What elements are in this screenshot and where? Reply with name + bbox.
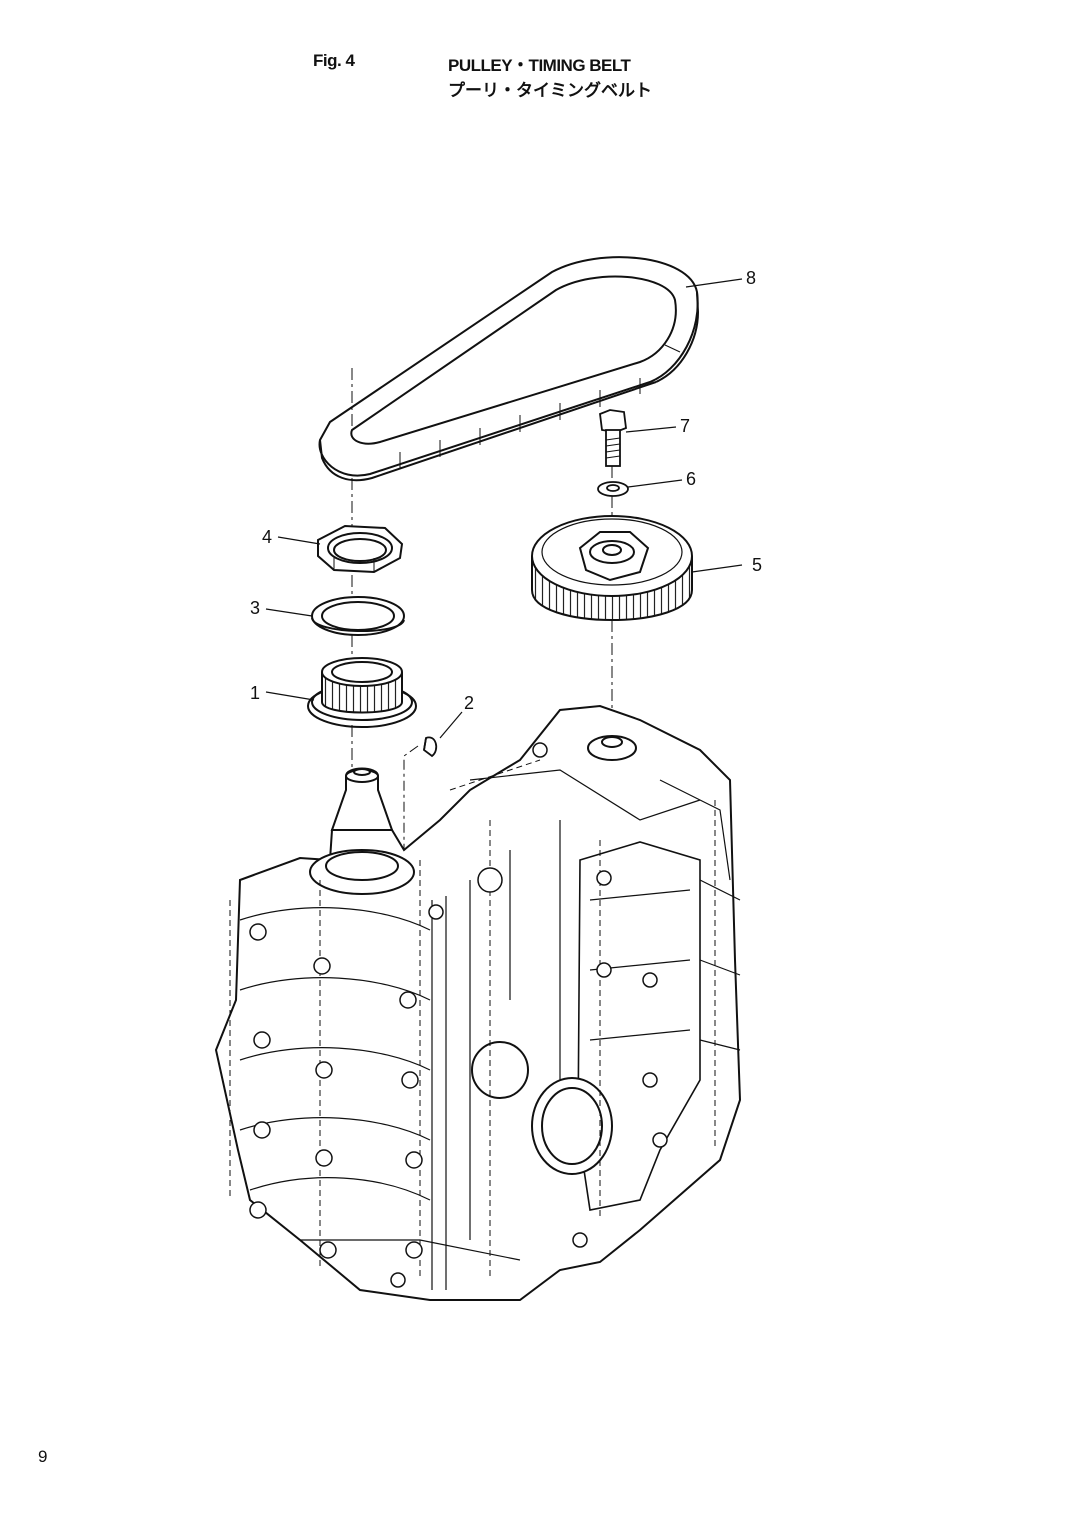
callout-leaders: [265, 278, 743, 739]
washer-ring: [311, 596, 405, 636]
woodruff-key: [423, 736, 438, 758]
bolt-washer: [597, 481, 629, 497]
callout-7: 7: [680, 416, 690, 436]
figure-number: Fig. 4: [313, 51, 355, 70]
key-guide-line: [403, 745, 419, 850]
callout-3: 3: [250, 598, 260, 618]
callout-2: 2: [464, 693, 474, 713]
callout-1: 1: [250, 683, 260, 703]
callout-5: 5: [752, 555, 762, 575]
lock-nut: [317, 524, 404, 574]
page-number: 9: [38, 1447, 48, 1466]
crank-pulley: [307, 657, 417, 728]
engine-bolts: [249, 742, 668, 1288]
timing-belt: [318, 256, 700, 482]
callout-4: 4: [262, 527, 272, 547]
page-title-english: PULLEY・TIMING BELT: [448, 56, 631, 75]
callout-8: 8: [746, 268, 756, 288]
callout-6: 6: [686, 469, 696, 489]
cam-pulley: [531, 515, 693, 621]
engine-block: [214, 704, 742, 1301]
pulley-bolt: [599, 409, 627, 467]
callout-numbers: 1 2 3 4 5 6 7 8: [250, 268, 762, 713]
page-title-japanese: プーリ・タイミングベルト: [448, 81, 652, 101]
